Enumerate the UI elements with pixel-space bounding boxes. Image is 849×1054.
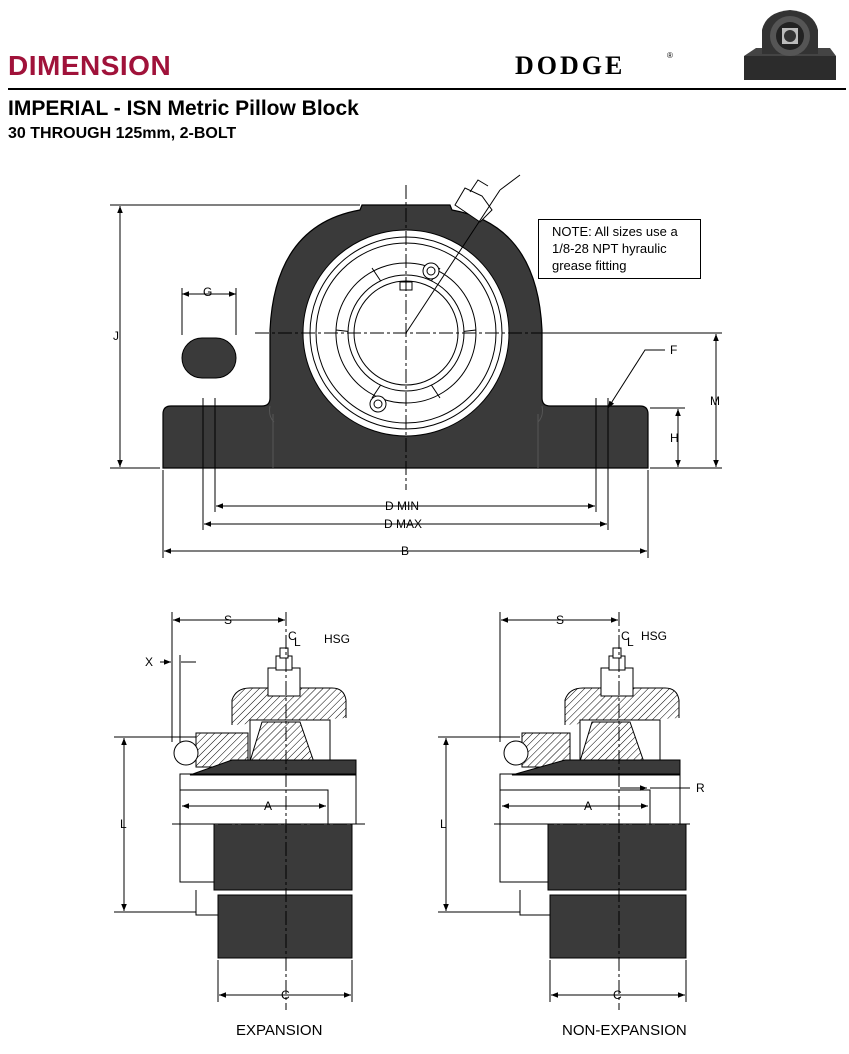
non-expansion-view-labels: S C L HSG R L A C [440, 613, 705, 1002]
dim-g: G [203, 285, 212, 299]
non-expansion-caption: NON-EXPANSION [562, 1022, 687, 1039]
dim-r: R [696, 781, 705, 795]
expansion-view [114, 612, 365, 1010]
dim-a: A [584, 799, 592, 813]
dim-x: X [145, 655, 153, 669]
housing-label: HSG [324, 632, 350, 646]
front-view-labels: G J F M H D MIN D MAX B [113, 285, 720, 558]
grease-fitting [454, 187, 493, 223]
brand-name: DODGE [515, 51, 625, 80]
bolt-slot [181, 337, 237, 379]
grease-fitting-note: NOTE: All sizes use a 1/8-28 NPT hyrauli… [538, 219, 701, 279]
centerline-l: L [294, 635, 301, 649]
dim-j: J [113, 329, 119, 343]
dim-a: A [264, 799, 272, 813]
dim-d-max: D MAX [384, 517, 422, 531]
dim-f: F [670, 343, 677, 357]
note-line: 1/8-28 NPT hyraulic [552, 241, 667, 256]
dim-s: S [224, 613, 232, 627]
page-title: DIMENSION [8, 50, 172, 81]
non-expansion-view [438, 612, 690, 1010]
dodge-logo: DODGE ® [515, 48, 675, 87]
dim-c: C [613, 988, 622, 1002]
centerline-c: C [621, 629, 630, 643]
dim-l: L [120, 817, 127, 831]
note-line: NOTE: All sizes use a [552, 224, 678, 239]
dim-s: S [556, 613, 564, 627]
dim-l: L [440, 817, 447, 831]
header-rule [8, 88, 846, 90]
housing-label: HSG [641, 629, 667, 643]
front-view [110, 174, 722, 558]
dim-b: B [401, 544, 409, 558]
centerline-l: L [627, 635, 634, 649]
registered-mark: ® [667, 51, 673, 60]
dim-d-min: D MIN [385, 499, 419, 513]
expansion-view-labels: S C L HSG X L A C [120, 613, 350, 1002]
note-line: grease fitting [552, 258, 627, 273]
dim-h: H [670, 431, 679, 445]
size-range: 30 THROUGH 125mm, 2-BOLT [8, 125, 237, 142]
centerline-c: C [288, 629, 297, 643]
product-subtitle: IMPERIAL - ISN Metric Pillow Block [8, 97, 359, 120]
expansion-caption: EXPANSION [236, 1022, 323, 1039]
dim-c: C [281, 988, 290, 1002]
pillow-block-product-image [740, 4, 840, 91]
dim-m: M [710, 394, 720, 408]
